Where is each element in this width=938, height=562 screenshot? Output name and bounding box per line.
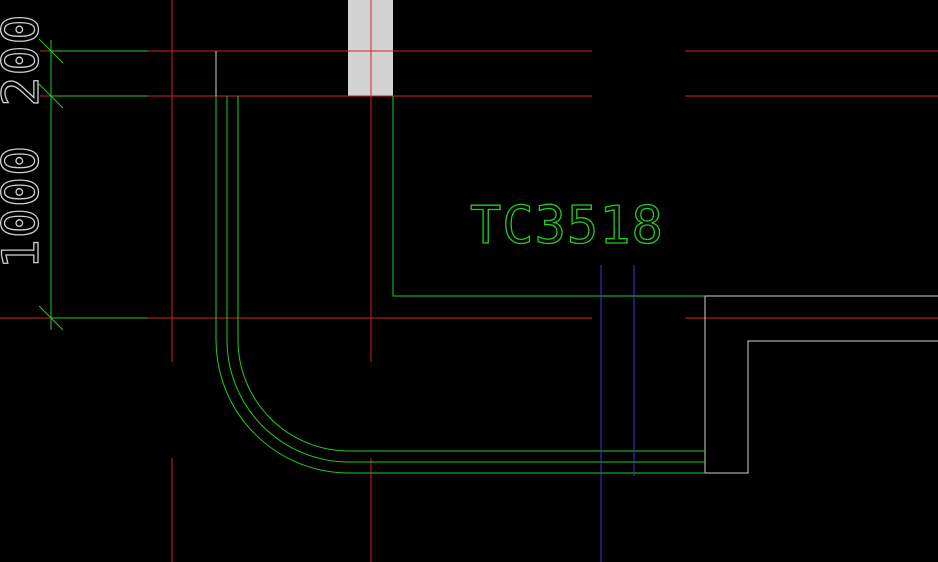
- axis-gap-10: [366, 410, 376, 458]
- window-label[interactable]: TC3518: [469, 195, 664, 256]
- axis-gap-5: [592, 313, 640, 323]
- outline-lines: [215, 51, 938, 474]
- curved-wall: [215, 96, 705, 474]
- axis-gap-6: [640, 313, 685, 323]
- dimension-tick-bottom: [38, 305, 64, 331]
- wall-path-outer: [215, 96, 705, 474]
- window-lines: [600, 265, 635, 562]
- dimension-tick-top: [38, 38, 64, 64]
- axis-gaps: [167, 46, 685, 458]
- axis-gap-1: [592, 46, 640, 56]
- dimension-value-main: 1000: [0, 145, 50, 269]
- axis-gap-9: [366, 362, 376, 410]
- axis-gap-8: [167, 410, 177, 458]
- dimension-line: [38, 38, 148, 331]
- axis-gap-7: [167, 362, 177, 410]
- axis-gap-4: [640, 91, 685, 101]
- wall-path-inner: [237, 96, 705, 452]
- outline-right-wall: [704, 295, 938, 473]
- axis-gap-3: [640, 46, 685, 56]
- dimension-value-partial: 200: [0, 13, 50, 106]
- dimension-tick-mid: [38, 83, 64, 109]
- outline-right-step: [705, 340, 938, 474]
- axis-gap-2: [592, 91, 640, 101]
- wall-path-middle: [226, 96, 705, 463]
